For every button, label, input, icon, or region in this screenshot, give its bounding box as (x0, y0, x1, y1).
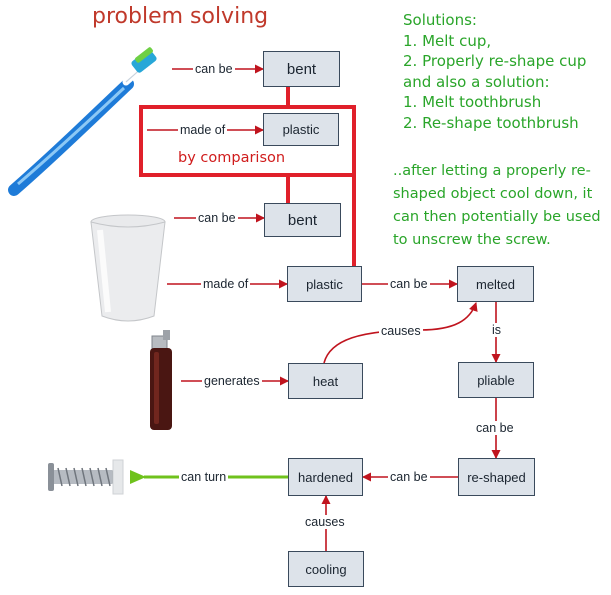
edge-label-reshaped-can-be: can be (388, 470, 430, 484)
edge-label-brush-made-of: made of (178, 123, 228, 137)
edge-label-lighter-generates: generates (202, 374, 262, 388)
lighter-icon (150, 330, 172, 430)
cooling-note: ..after letting a properly re-shaped obj… (393, 163, 601, 248)
solutions-list: Solutions: 1. Melt cup, 2. Properly re-s… (403, 10, 608, 133)
solution-brush-reshape: 2. Re-shape toothbrush (403, 113, 579, 132)
node-plastic: plastic (287, 266, 362, 302)
page-title: problem solving (92, 4, 269, 29)
edge-label-brush-can-be: can be (193, 62, 235, 76)
edge-label-heat-causes: causes (379, 324, 423, 338)
comparison-label: by comparison (178, 150, 286, 166)
paper-cup-icon (90, 214, 166, 322)
node-melted: melted (457, 266, 534, 302)
node-cooling: cooling (288, 551, 364, 587)
node-heat: heat (288, 363, 363, 399)
node-hardened: hardened (288, 458, 363, 496)
node-pliable: pliable (458, 362, 534, 398)
node-bent-toothbrush: bent (263, 51, 340, 87)
solution-brush-melt: 1. Melt toothbrush (403, 93, 542, 111)
solution-cup-reshape: 2. Properly re-shape cup (403, 52, 587, 70)
toothbrush-icon (8, 47, 157, 196)
node-bent-cup: bent (264, 203, 341, 237)
solutions-heading: Solutions: (403, 11, 477, 29)
edge-label-cup-can-be: can be (196, 211, 238, 225)
edge-label-cup-made-of: made of (201, 277, 251, 291)
solution-cup-melt: 1. Melt cup, (403, 31, 492, 50)
node-plastic-toothbrush: plastic (263, 113, 339, 146)
edge-label-pliable-can-be: can be (474, 421, 516, 435)
edge-label-melted-is: is (490, 323, 504, 337)
solutions-also: and also a solution: (403, 72, 550, 91)
edge-label-can-turn: can turn (179, 470, 229, 484)
screw-icon (48, 459, 124, 495)
node-reshaped: re-shaped (458, 458, 535, 496)
edge-label-cooling-causes: causes (303, 515, 347, 529)
edge-label-plastic-can-be: can be (388, 277, 430, 291)
comparison-frame (139, 87, 356, 269)
